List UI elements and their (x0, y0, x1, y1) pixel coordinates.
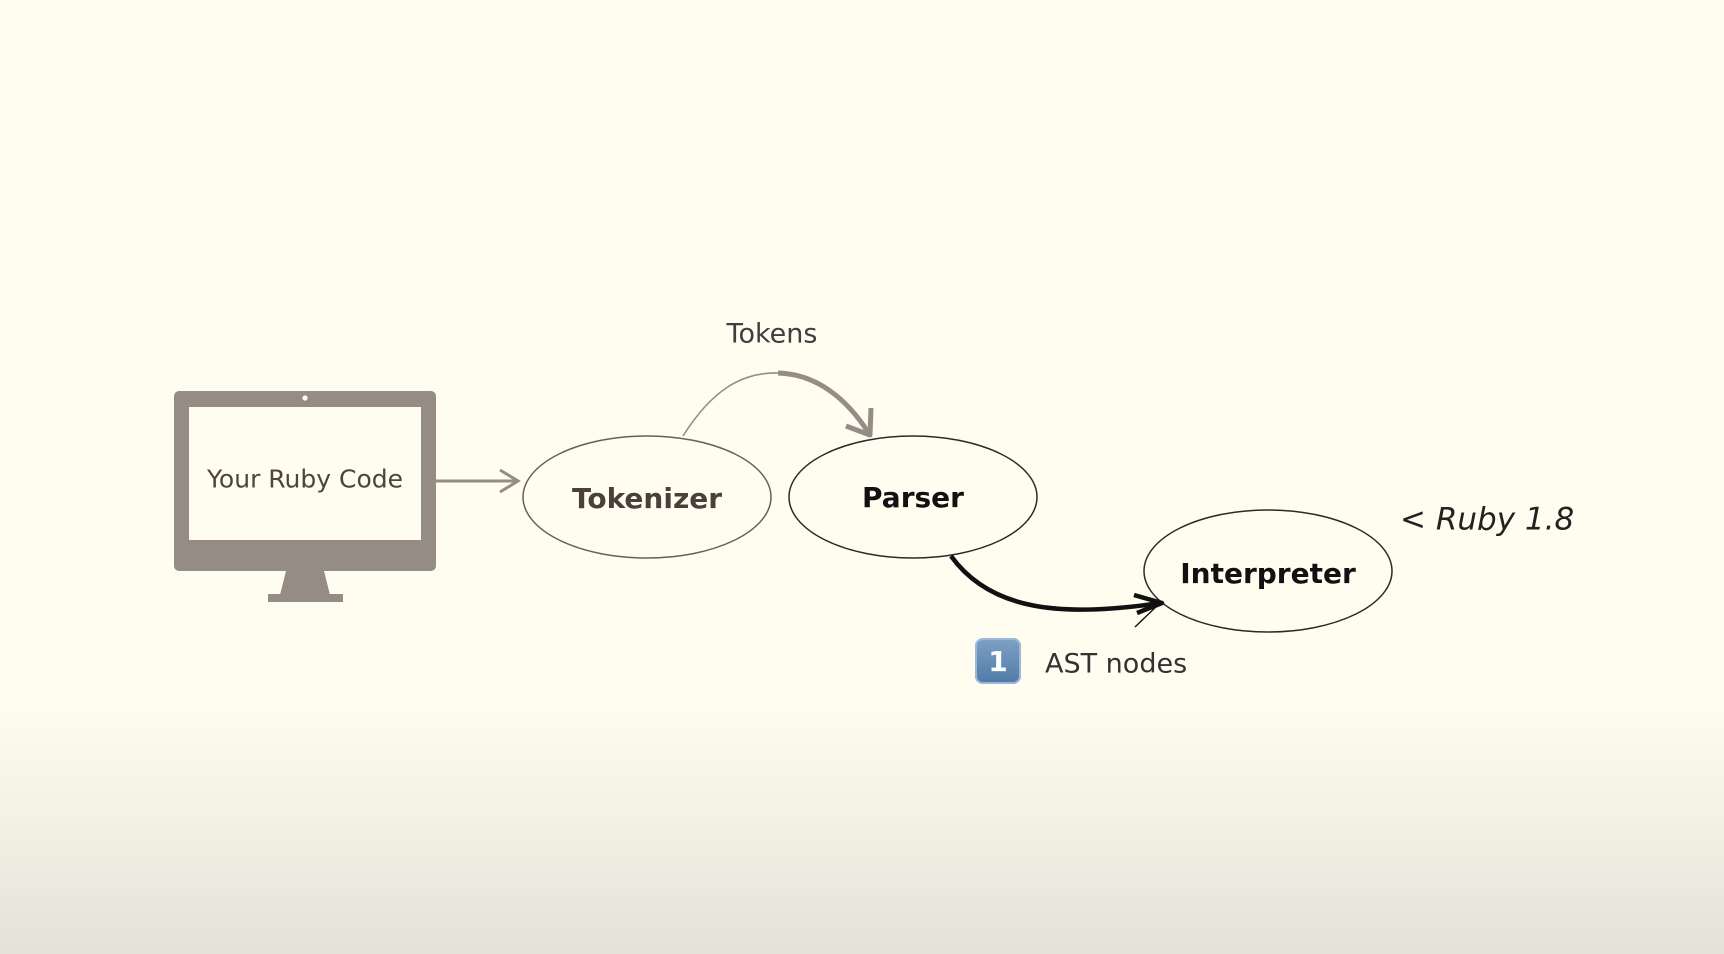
interpreter-label: Interpreter (1180, 557, 1356, 590)
code-to-tokenizer-arrow (436, 468, 521, 494)
source-code-label: Your Ruby Code (206, 464, 404, 494)
interpreter-node (1143, 509, 1393, 633)
keycap-one-icon: 1 (975, 638, 1021, 684)
tokens-arrow (682, 370, 874, 438)
tokens-edge-label: Tokens (726, 318, 818, 350)
version-note: < Ruby 1.8 (1400, 501, 1575, 538)
parser-label: Parser (862, 481, 964, 514)
ast-edge-label: AST nodes (1045, 648, 1188, 680)
parser-node (788, 435, 1038, 559)
ast-arrow (949, 554, 1165, 628)
tokenizer-label: Tokenizer (571, 482, 723, 515)
monitor-icon (174, 391, 436, 602)
tokenizer-node (522, 435, 772, 559)
